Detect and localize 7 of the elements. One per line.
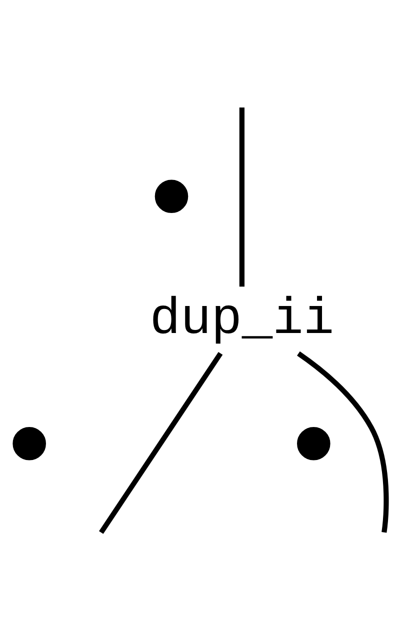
node-circle (297, 426, 330, 460)
connector (239, 108, 244, 287)
node-circle (154, 180, 188, 214)
connector (99, 352, 223, 534)
connector (296, 351, 389, 533)
node-circle (12, 426, 46, 460)
node-text: dup_ii (150, 290, 334, 349)
